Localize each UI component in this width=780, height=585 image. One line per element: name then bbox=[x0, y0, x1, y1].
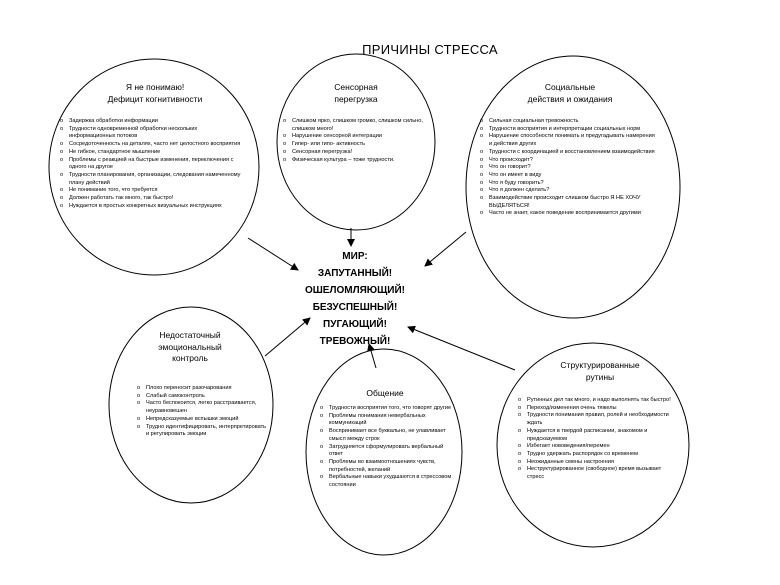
sensory-circle bbox=[276, 53, 436, 231]
node-title: Недостаточный эмоциональный контроль bbox=[130, 330, 250, 365]
center-line: БЕЗУСПЕШНЫЙ! bbox=[312, 302, 398, 313]
item-list: Трудности восприятия того, что говорят д… bbox=[320, 405, 456, 490]
list-item: Часто беспокоится, легко расстраивается,… bbox=[137, 400, 269, 415]
list-item: Неожиданные смены настроения bbox=[518, 459, 678, 467]
node-title: Сенсорная перегрузка bbox=[296, 82, 416, 105]
list-item: Трудно удержать распорядок со временем bbox=[518, 451, 678, 459]
list-item: Часто не знает, какое поведение восприни… bbox=[480, 210, 658, 218]
list-item: Нарушение сенсорной интеграции bbox=[283, 133, 425, 141]
list-item: Сильная социальная тревожность bbox=[480, 118, 658, 126]
list-item: Трудности восприятия и интерпретации соц… bbox=[480, 126, 658, 134]
center-statement: МИР: ЗАПУТАННЫЙ! ОШЕЛОМЛЯЮЩИЙ! БЕЗУСПЕШН… bbox=[260, 248, 450, 350]
list-item: Взаимодействие происходит слишком быстро… bbox=[480, 195, 658, 210]
list-item: Нуждается в простых конкретных визуальны… bbox=[60, 203, 244, 211]
list-item: Трудности одновременной обработки нескол… bbox=[60, 126, 244, 141]
social-circle bbox=[465, 55, 681, 319]
list-item: Проблемы понимания невербальных коммуник… bbox=[320, 413, 456, 428]
title-line: действия и ожидания bbox=[527, 93, 613, 104]
list-item: Слабый самоконтроль bbox=[137, 393, 269, 401]
list-item: Переход/изменения очень тяжелы bbox=[518, 405, 678, 413]
title-line: Социальные bbox=[544, 82, 596, 92]
list-item: Плохо переносит разочарования bbox=[137, 385, 269, 393]
list-item: Проблемы во взаимоотношениях чувств, пот… bbox=[320, 459, 456, 474]
item-list: Плохо переносит разочарования Слабый сам… bbox=[137, 385, 269, 439]
title-line: Недостаточный bbox=[159, 330, 221, 340]
list-item: Избегает нововедения/перемен bbox=[518, 443, 678, 451]
arrow-routine bbox=[407, 325, 516, 371]
list-item: Что он говорит? bbox=[480, 164, 658, 172]
node-title: Социальные действия и ожидания bbox=[490, 82, 650, 105]
list-item: Что происходит? bbox=[480, 157, 658, 165]
list-item: Что я буду говорить? bbox=[480, 180, 658, 188]
list-item: Нуждается в твердой расписании, знакомом… bbox=[518, 428, 678, 443]
node-title: Я не понимаю! Дефицит когнитивности bbox=[60, 82, 250, 105]
list-item: Трудности планирования, организации, сле… bbox=[60, 172, 244, 187]
list-item: Затрудняется сформулировать вербальный о… bbox=[320, 444, 456, 459]
list-item: Должен работать так много, так быстро! bbox=[60, 195, 244, 203]
title-line: перегрузка bbox=[334, 93, 378, 104]
title-line: Дефицит когнитивности bbox=[107, 93, 203, 104]
arrow-emotional bbox=[264, 317, 311, 357]
list-item: Не гибкое, стандартное мышление bbox=[60, 149, 244, 157]
arrow-social bbox=[424, 231, 467, 267]
list-item: Физическая культура – тоже трудности. bbox=[283, 157, 425, 165]
list-item: Что он имеет в виду bbox=[480, 172, 658, 180]
node-title: Структурированные рутины bbox=[540, 360, 660, 383]
item-list: Задержка обработки информации Трудности … bbox=[60, 118, 244, 210]
center-line: МИР: bbox=[342, 251, 368, 262]
list-item: Трудности понимания правил, ролей и необ… bbox=[518, 412, 678, 427]
arrow-communication bbox=[367, 343, 377, 369]
list-item: Воспринимает все буквально, не улавливае… bbox=[320, 428, 456, 443]
list-item: Задержка обработки информации bbox=[60, 118, 244, 126]
center-line: ПУГАЮЩИЙ! bbox=[323, 319, 387, 330]
list-item: Гипер- или гипо- активность bbox=[283, 141, 425, 149]
list-item: Проблемы с реакцией на быстрые изменения… bbox=[60, 157, 244, 172]
title-line: эмоциональный bbox=[158, 341, 222, 352]
list-item: Рутинных дел так много, и надо выполнять… bbox=[518, 397, 678, 405]
title-line: Я не понимаю! bbox=[125, 82, 185, 92]
list-item: Неструктурированное (свободное) время вы… bbox=[518, 466, 678, 481]
title-line: рутины bbox=[585, 371, 615, 382]
communication-circle bbox=[305, 348, 463, 556]
item-list: Рутинных дел так много, и надо выполнять… bbox=[518, 397, 678, 482]
item-list: Слишком ярко, слишком громко, слишком си… bbox=[283, 118, 425, 164]
list-item: Нарушение способности понимать и предуга… bbox=[480, 133, 658, 148]
node-title: Общение bbox=[335, 388, 435, 400]
list-item: Сосредоточенность на деталях, часто нет … bbox=[60, 141, 244, 149]
list-item: Трудно идентифицировать, интерпретироват… bbox=[137, 424, 269, 439]
center-line: ОШЕЛОМЛЯЮЩИЙ! bbox=[304, 285, 406, 296]
list-item: Трудности с координацией и восстановлени… bbox=[480, 149, 658, 157]
title-line: Общение bbox=[366, 388, 404, 398]
list-item: Слишком ярко, слишком громко, слишком си… bbox=[283, 118, 425, 133]
title-line: Сенсорная bbox=[334, 82, 378, 92]
item-list: Сильная социальная тревожность Трудности… bbox=[480, 118, 658, 218]
center-line: ЗАПУТАННЫЙ! bbox=[317, 268, 393, 279]
cognitive-circle bbox=[48, 58, 260, 276]
list-item: Трудности восприятия того, что говорят д… bbox=[320, 405, 456, 413]
arrow-cognitive bbox=[247, 237, 299, 271]
routine-circle bbox=[496, 342, 690, 548]
list-item: Что я должен сделать? bbox=[480, 187, 658, 195]
emotional-circle bbox=[108, 306, 274, 504]
page-title: ПРИЧИНЫ СТРЕССА bbox=[362, 42, 498, 57]
list-item: Не понимание того, что требуется bbox=[60, 187, 244, 195]
list-item: Непредсказуемые вспышки эмоций bbox=[137, 416, 269, 424]
list-item: Сенсорная перегрузка! bbox=[283, 149, 425, 157]
title-line: Структурированные bbox=[560, 360, 640, 370]
title-line: контроль bbox=[172, 353, 208, 363]
list-item: Вербальные навыки ухудшаются в стрессово… bbox=[320, 474, 456, 489]
center-line: ТРЕВОЖНЫЙ! bbox=[319, 336, 391, 347]
